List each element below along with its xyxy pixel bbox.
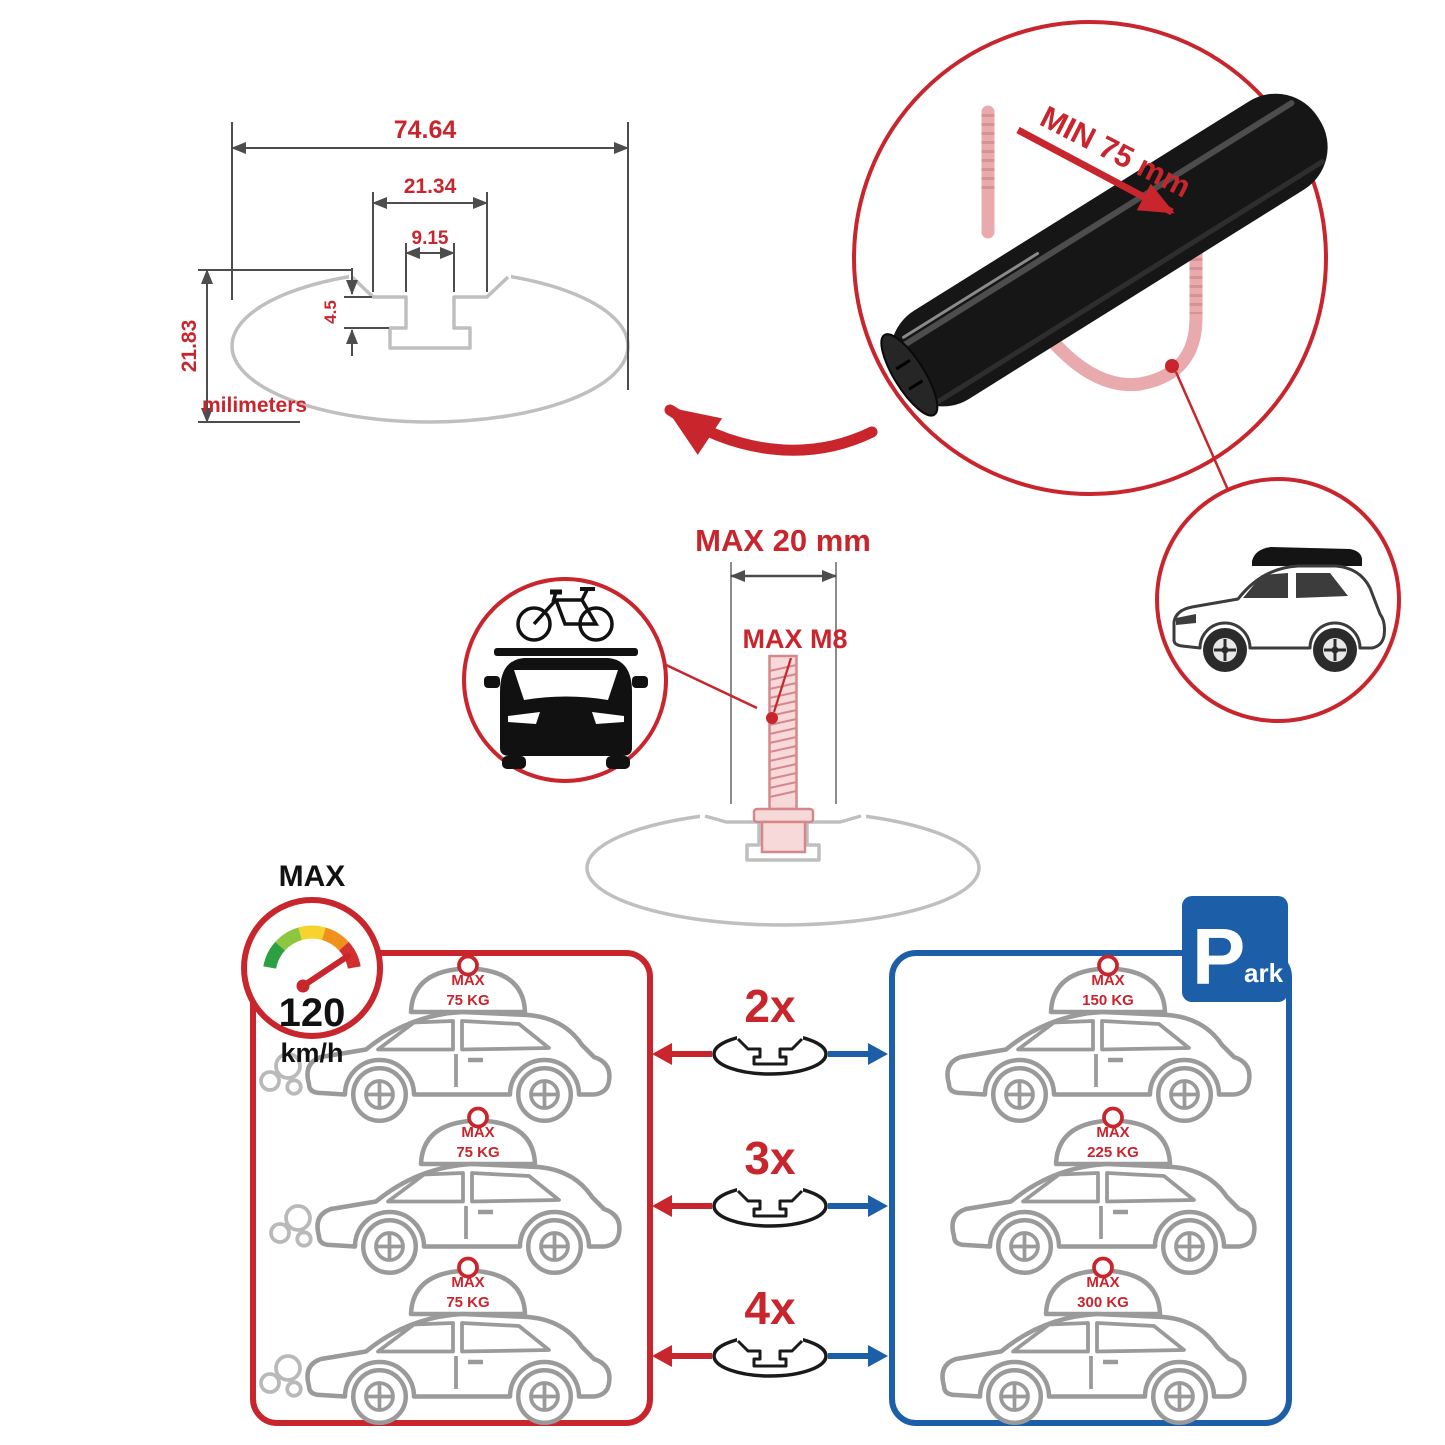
speed-unit: km/h xyxy=(280,1038,343,1068)
bar-count-row-3: 4x xyxy=(652,1282,888,1378)
driving-load-value-2: 75 KG xyxy=(456,1144,499,1161)
gauge-needle-pivot xyxy=(296,979,310,993)
t-bolt-threads xyxy=(769,664,797,798)
roof-box xyxy=(1252,547,1362,566)
car-front-icon xyxy=(484,648,648,769)
bar-count-label-3: 4x xyxy=(744,1282,796,1334)
profile-dimension-diagram: 74.64 21.34 9.15 4.5 21.83 milimeters xyxy=(178,116,878,456)
suv-rooftop-circle xyxy=(1155,477,1401,723)
clamp-point-dot xyxy=(1165,359,1179,373)
driving-car-3: MAX 75 KG xyxy=(259,1259,609,1423)
suv-headlight xyxy=(1176,614,1196,625)
connector-to-suv-circle xyxy=(1174,371,1230,491)
dim-upper-width-value: 21.34 xyxy=(404,175,457,198)
bar-count-label-2: 3x xyxy=(744,1132,796,1184)
bar-count-column: 2x 3x 4x xyxy=(652,980,888,1378)
bar-count-row-2: 3x xyxy=(652,1132,888,1228)
suv-windshield xyxy=(1243,573,1288,598)
bar-end-icon-3 xyxy=(712,1332,828,1378)
parked-car-1: MAX 150 KG xyxy=(948,957,1250,1121)
dim-upper-width xyxy=(372,192,488,292)
parked-load-value-2: 225 KG xyxy=(1087,1144,1139,1161)
parked-load-max-1: MAX xyxy=(1091,972,1124,989)
connector-to-bolt xyxy=(663,662,758,710)
driving-load-max-3: MAX xyxy=(451,1274,484,1291)
suv-wheel-front xyxy=(1203,628,1247,672)
bike-icon xyxy=(516,587,614,642)
driving-car-1: MAX 75 KG xyxy=(259,957,609,1121)
dim-slot-depth xyxy=(344,268,389,356)
bolt-dim-lines xyxy=(730,562,837,806)
driving-load-value-1: 75 KG xyxy=(446,992,489,1009)
speed-max-label: MAX xyxy=(279,860,346,893)
dim-total-height-value: 21.83 xyxy=(178,320,201,373)
parked-car-2: MAX 225 KG xyxy=(953,1109,1255,1273)
park-sign-initial: P xyxy=(1192,912,1245,1001)
parked-car-3: MAX 300 KG xyxy=(943,1259,1245,1423)
bar-count-label-1: 2x xyxy=(744,980,796,1032)
profile-t-slot xyxy=(350,275,510,350)
park-sign-rest: ark xyxy=(1244,958,1284,988)
bolt-spec-diagram: MAX 20 mm MAX M8 xyxy=(462,523,981,927)
park-sign-plate xyxy=(1182,896,1288,1002)
driving-load-max-1: MAX xyxy=(451,972,484,989)
driving-load-panel: MAX 75 KG MAX 75 KG MAX 75 KG xyxy=(250,950,653,1426)
speed-value: 120 xyxy=(279,991,346,1035)
bolt-length-label: MAX 20 mm xyxy=(695,523,871,558)
suv-illustration xyxy=(1172,547,1386,672)
suv-wheel-rear xyxy=(1313,628,1357,672)
driving-load-value-3: 75 KG xyxy=(446,1294,489,1311)
thread-pointer-dot xyxy=(766,712,778,724)
park-sign: P ark xyxy=(1182,896,1288,1002)
unit-label: milimeters xyxy=(202,394,307,417)
crossbar-detail-circle: MIN 75 mm xyxy=(852,20,1328,496)
dim-slot-depth-value: 4.5 xyxy=(321,300,340,324)
parked-load-panel: MAX 150 KG MAX 225 KG MAX 300 KG P ark xyxy=(889,896,1292,1426)
dim-slot-width xyxy=(405,243,455,292)
pointer-arrow-to-profile xyxy=(664,404,878,456)
parked-load-value-1: 150 KG xyxy=(1082,992,1134,1009)
gauge-needle xyxy=(300,953,351,989)
bar-end-icon-2 xyxy=(712,1182,828,1228)
dim-total-width-value: 74.64 xyxy=(394,116,457,144)
parked-load-max-2: MAX xyxy=(1096,1124,1129,1141)
bike-car-circle xyxy=(462,577,758,783)
min-clearance-arrow xyxy=(1016,126,1175,216)
dim-slot-width-value: 9.15 xyxy=(412,228,449,249)
thread-pointer-line xyxy=(772,657,793,713)
parked-load-value-3: 300 KG xyxy=(1077,1294,1129,1311)
dim-total-height xyxy=(198,269,352,423)
speed-limit-gauge: MAX 120 km/h xyxy=(241,860,383,1068)
bar-end-icon-1 xyxy=(712,1030,828,1076)
crossbar-end-cap xyxy=(880,333,939,417)
bolt-thread-label: MAX M8 xyxy=(742,624,847,654)
driving-car-2: MAX 75 KG xyxy=(269,1109,619,1273)
driving-load-max-2: MAX xyxy=(461,1124,494,1141)
suv-side-window xyxy=(1296,573,1348,598)
crossbar-3d xyxy=(880,93,1328,417)
gauge-circle xyxy=(241,897,383,1039)
bar-count-row-1: 2x xyxy=(652,980,888,1076)
u-bolt-threads xyxy=(981,114,1203,314)
parked-load-max-3: MAX xyxy=(1086,1274,1119,1291)
